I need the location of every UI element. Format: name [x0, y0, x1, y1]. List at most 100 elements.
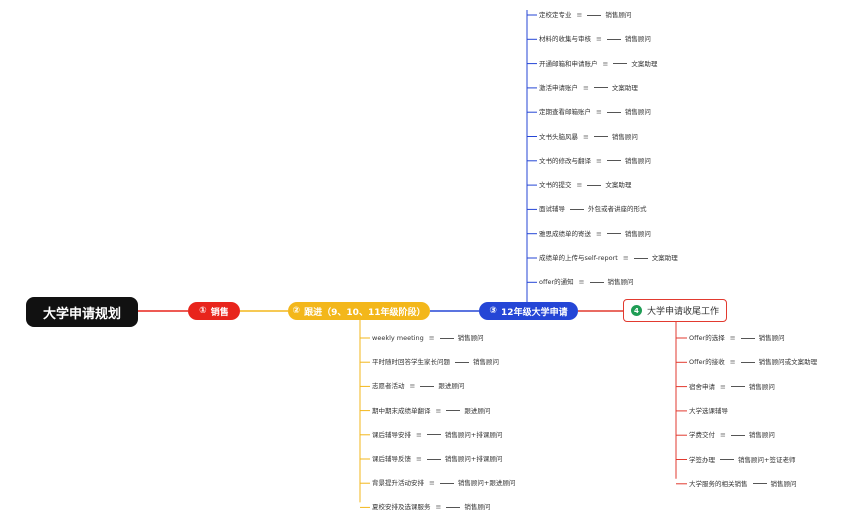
note-icon[interactable]: ≡	[576, 181, 583, 190]
follow-up-task-item[interactable]: 课后辅导安排≡销售顾问+排课顾问	[372, 430, 502, 440]
item-label: 大学选课辅导	[689, 406, 728, 415]
role-connector	[720, 459, 734, 460]
role-label: 销售顾问或文案助理	[758, 358, 818, 367]
note-icon[interactable]: ≡	[583, 132, 589, 141]
note-icon[interactable]: ≡	[416, 430, 422, 439]
role-connector	[446, 506, 461, 508]
role-label: 销售顾问	[464, 503, 491, 512]
branch-grade12-application[interactable]: ③ 12年级大学申请	[479, 302, 578, 320]
grade12-task-item[interactable]: 面试辅导外包或者讲座的形式	[539, 204, 647, 214]
item-label: 文书头脑风暴	[539, 132, 578, 141]
grade12-task-item[interactable]: offer的通知≡销售顾问	[539, 277, 634, 287]
item-label: 宿舍申请	[689, 382, 715, 391]
grade12-task-item[interactable]: 定校定专业≡销售顾问	[539, 10, 631, 20]
role-label: 销售顾问	[624, 156, 651, 165]
note-icon[interactable]: ≡	[596, 35, 602, 44]
note-icon[interactable]: ≡	[729, 358, 736, 367]
wrapup-task-item[interactable]: 学费交付≡销售顾问	[689, 430, 775, 440]
role-connector	[633, 257, 648, 259]
root-node[interactable]: 大学申请规划	[26, 297, 138, 327]
role-label: 销售顾问	[624, 35, 651, 44]
item-label: 大学服务的相关销售	[689, 479, 748, 488]
item-label: 文书的修改与翻译	[539, 156, 591, 165]
item-label: Offer的接收	[689, 358, 725, 367]
role-connector	[455, 361, 469, 363]
item-label: 课后辅导安排	[372, 430, 411, 439]
grade12-task-item[interactable]: 雅思成绩单的寄送≡销售顾问	[539, 229, 651, 239]
role-label: 文案助理	[611, 83, 638, 92]
role-label: 文案助理	[631, 59, 658, 68]
role-label: 销售顾问	[473, 358, 499, 367]
grade12-task-item[interactable]: 文书的提交≡文案助理	[539, 180, 631, 190]
branch-follow-up[interactable]: ② 跟进（9、10、11年级阶段）	[288, 302, 430, 320]
role-connector	[606, 233, 621, 235]
item-label: 夏校安排及选课服务	[372, 503, 431, 512]
branch-wrapup-label: 大学申请收尾工作	[646, 307, 719, 317]
note-icon[interactable]: ≡	[720, 431, 726, 440]
grade12-task-item[interactable]: 材料的收集与审核 ≡ 销售顾问	[539, 34, 651, 44]
role-connector	[593, 136, 608, 137]
wrapup-task-item[interactable]: 学签办理 销售顾问+签证老师	[689, 455, 795, 465]
note-icon[interactable]: ≡	[409, 382, 416, 391]
role-label: 销售顾问	[758, 334, 785, 342]
grade12-task-item[interactable]: 定期查看邮箱账户≡销售顾问	[539, 107, 651, 117]
follow-up-task-item[interactable]: 平时随时回答学生家长问题销售顾问	[372, 357, 499, 367]
wrapup-task-item[interactable]: Offer的选择≡销售顾问	[689, 333, 785, 343]
item-label: 学签办理	[689, 455, 715, 464]
grade12-task-item[interactable]: 文书头脑风暴 ≡ 销售顾问	[539, 132, 638, 142]
note-icon[interactable]: ≡	[428, 334, 435, 342]
follow-up-task-item[interactable]: 夏校安排及选课服务 ≡ 销售顾问	[372, 502, 490, 512]
role-connector	[439, 482, 454, 484]
role-label: 跟进顾问	[464, 406, 491, 415]
follow-up-task-item[interactable]: 志愿者活动≡跟进顾问	[372, 381, 464, 391]
note-icon[interactable]: ≡	[729, 334, 736, 342]
root-label: 大学申请规划	[42, 306, 121, 322]
role-label: 销售顾问	[457, 334, 484, 342]
grade12-task-item[interactable]: 文书的修改与翻译 ≡ 销售顾问	[539, 156, 651, 166]
note-icon[interactable]: ≡	[720, 382, 726, 391]
item-label: 材料的收集与审核	[539, 35, 591, 44]
role-label: 销售顾问+签证老师	[738, 455, 796, 464]
branch-sales[interactable]: ① 销售	[188, 302, 240, 320]
wrapup-task-item[interactable]: 宿舍申请≡销售顾问	[689, 382, 775, 392]
role-label: 外包或者讲座的形式	[588, 205, 647, 214]
role-label: 销售顾问	[611, 132, 638, 141]
note-icon[interactable]: ≡	[596, 229, 602, 238]
note-icon[interactable]: ≡	[596, 108, 602, 117]
note-icon[interactable]: ≡	[596, 156, 602, 165]
grade12-task-item[interactable]: 激活申请账户≡文案助理	[539, 83, 638, 93]
item-label: weekly meeting	[372, 334, 424, 342]
step-4-icon: 4	[630, 305, 642, 316]
item-label: 志愿者活动	[372, 382, 405, 391]
note-icon[interactable]: ≡	[435, 406, 442, 415]
follow-up-task-item[interactable]: weekly meeting ≡ 销售顾问	[372, 333, 484, 343]
role-connector	[426, 434, 441, 436]
role-label: 文案助理	[651, 254, 678, 262]
note-icon[interactable]: ≡	[576, 11, 583, 19]
note-icon[interactable]: ≡	[583, 83, 589, 92]
role-connector	[752, 483, 767, 485]
note-icon[interactable]: ≡	[416, 455, 422, 463]
branch-sales-label: 销售	[210, 307, 229, 318]
follow-up-task-item[interactable]: 期中期末成绩单翻译≡跟进顾问	[372, 406, 490, 416]
role-label: 销售顾问	[624, 108, 651, 117]
note-icon[interactable]: ≡	[435, 503, 442, 512]
note-icon[interactable]: ≡	[602, 59, 609, 68]
role-connector	[740, 361, 755, 363]
follow-up-task-item[interactable]: 课后辅导反馈≡销售顾问+排课顾问	[372, 454, 502, 464]
role-connector	[613, 63, 628, 65]
note-icon[interactable]: ≡	[429, 479, 435, 488]
note-icon[interactable]: ≡	[622, 254, 629, 262]
role-connector	[570, 208, 584, 210]
item-label: 学费交付	[689, 431, 715, 440]
grade12-task-item[interactable]: 成绩单的上传与self-report≡文案助理	[539, 253, 678, 263]
note-icon[interactable]: ≡	[578, 278, 585, 287]
role-connector	[446, 410, 461, 412]
wrapup-task-item[interactable]: 大学服务的相关销售销售顾问	[689, 479, 797, 489]
grade12-task-item[interactable]: 开通邮箱和申请账户≡文案助理	[539, 59, 657, 69]
wrapup-task-item[interactable]: 大学选课辅导	[689, 406, 732, 416]
role-connector	[426, 458, 441, 460]
follow-up-task-item[interactable]: 背景提升活动安排≡销售顾问+跟进顾问	[372, 478, 515, 488]
wrapup-task-item[interactable]: Offer的接收 ≡ 销售顾问或文案助理	[689, 357, 817, 367]
branch-application-wrapup[interactable]: 4 大学申请收尾工作	[623, 299, 727, 322]
